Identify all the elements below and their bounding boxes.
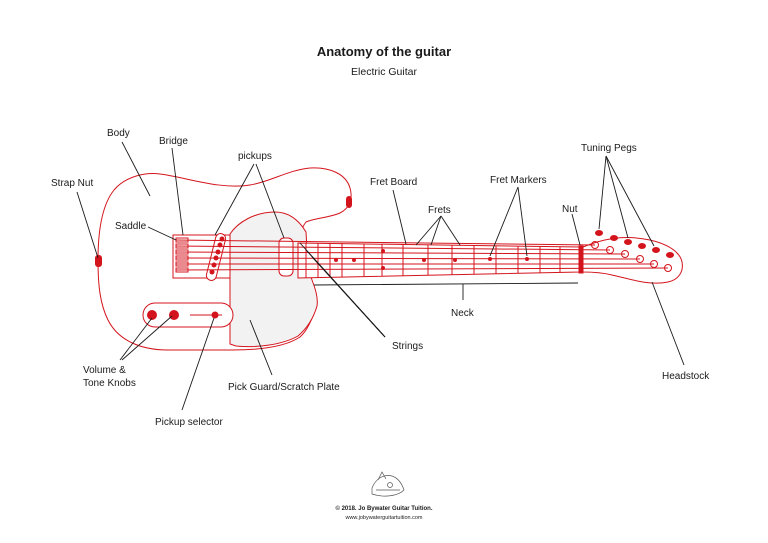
pick-guard [229, 211, 318, 348]
label-fret-markers: Fret Markers [490, 175, 547, 186]
fret-marker [525, 257, 529, 261]
logo [371, 471, 405, 497]
fret-marker [381, 266, 385, 270]
label-volume-tone-line1: Volume & [83, 365, 126, 376]
selector-tip [211, 311, 219, 319]
label-pickup-selector: Pickup selector [155, 417, 223, 428]
footer-website: www.jobywaterguitartuition.com [345, 515, 423, 521]
pointer-lines [76, 141, 685, 411]
label-fret-board: Fret Board [370, 177, 417, 188]
label-saddle: Saddle [115, 221, 147, 232]
neck-pickup [278, 237, 294, 277]
red-parts [95, 196, 674, 320]
headstock [582, 237, 683, 284]
strap-nut [95, 255, 102, 267]
fret-marker [381, 249, 385, 253]
fret-marker [488, 257, 492, 261]
label-volume-tone-line2: Tone Knobs [83, 378, 136, 389]
control-plate [142, 302, 234, 328]
label-nut: Nut [562, 204, 578, 215]
label-strap-nut: Strap Nut [51, 178, 93, 189]
label-pickups: pickups [238, 151, 272, 162]
page-title: Anatomy of the guitar [316, 44, 452, 59]
label-body: Body [107, 128, 130, 139]
page-subtitle: Electric Guitar [351, 66, 417, 78]
label-headstock: Headstock [662, 371, 710, 382]
fret-marker [422, 258, 426, 262]
tone-knob [169, 310, 179, 320]
fret-marker [352, 258, 356, 262]
label-bridge: Bridge [159, 136, 188, 147]
tuner-holes [591, 241, 672, 272]
strap-nut-top [346, 196, 352, 208]
label-neck: Neck [451, 308, 475, 319]
guitar [97, 167, 683, 351]
label-strings: Strings [392, 341, 423, 352]
fret-marker [334, 258, 338, 262]
volume-knob [147, 310, 157, 320]
saddles [175, 237, 189, 273]
label-frets: Frets [428, 205, 451, 216]
strings [175, 239, 669, 271]
fret-marker [453, 258, 457, 262]
label-pick-guard: Pick Guard/Scratch Plate [228, 382, 340, 393]
footer-copyright: © 2018. Jo Bywater Guitar Tuition. [335, 506, 433, 512]
labels: Body Bridge pickups Strap Nut Saddle Fre… [51, 128, 710, 428]
label-tuning-pegs: Tuning Pegs [581, 143, 637, 154]
